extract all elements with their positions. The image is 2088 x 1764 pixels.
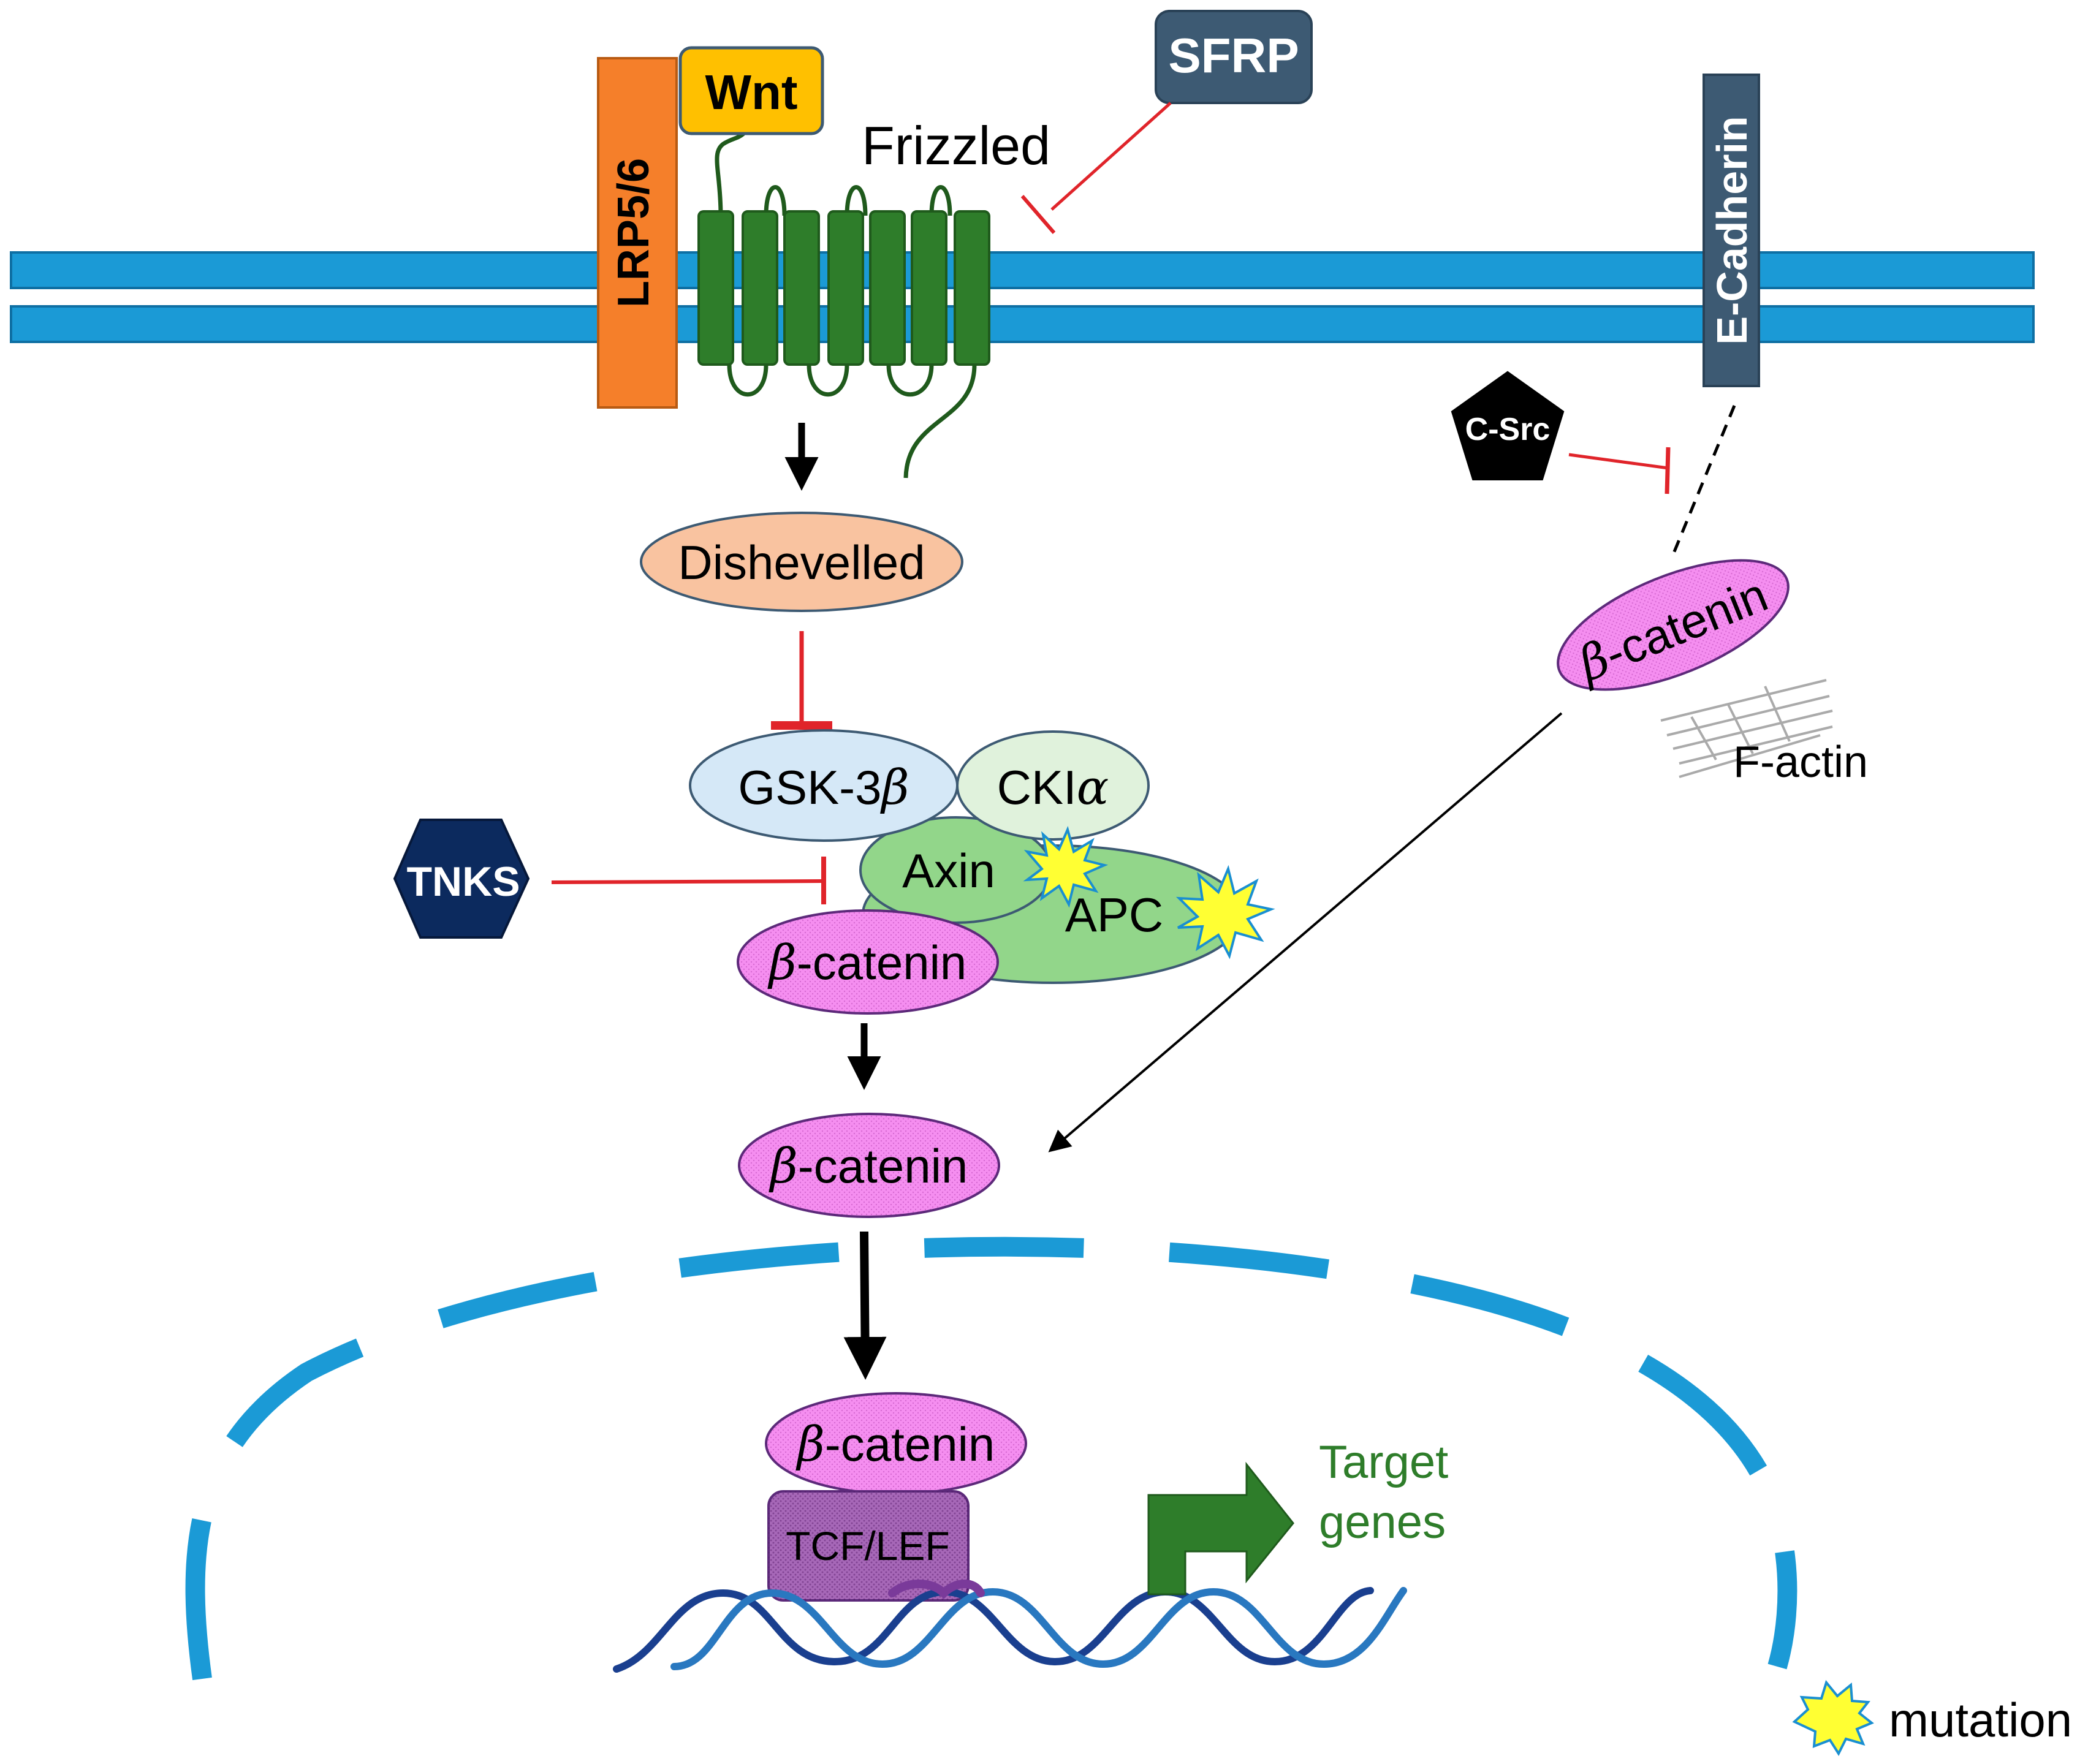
f-actin-mesh xyxy=(1660,679,1833,778)
beta-catenin-nuclear-label: β-catenin xyxy=(795,1417,995,1472)
apc-label: APC xyxy=(1065,888,1163,942)
beta-catenin-cytoplasm-label: β-catenin xyxy=(769,1139,968,1194)
gsk-label: GSK-3β xyxy=(738,760,909,816)
tcf-lef-label: TCF/LEF xyxy=(786,1523,950,1569)
frizzled-receptor xyxy=(697,210,990,366)
cell-membrane xyxy=(10,251,2035,343)
e-cadherin: E-Cadherin xyxy=(1670,74,1760,558)
c-src-label: C-Src xyxy=(1465,412,1551,447)
cytoplasmic-beta-catenin: β-catenin xyxy=(738,1113,1000,1218)
tnks-label: TNKS xyxy=(406,858,520,905)
legend-mutation-label: mutation xyxy=(1889,1693,2072,1747)
axin-label: Axin xyxy=(902,844,995,898)
starburst-icon xyxy=(1792,1679,1874,1757)
pathway-arrows xyxy=(784,423,1563,1380)
transcription-arrow: Target genes xyxy=(1147,1436,1448,1596)
starburst-icon xyxy=(1175,865,1275,960)
dishevelled-label: Dishevelled xyxy=(678,536,925,589)
destruction-complex: GSK-3β CKIα Axin APC β-catenin xyxy=(689,729,1275,1015)
nuclear-complex: β-catenin TCF/LEF xyxy=(765,1392,1027,1602)
legend: mutation xyxy=(1792,1679,2072,1757)
lrp-label: LRP5/6 xyxy=(609,158,658,308)
dna-helix xyxy=(613,1580,1407,1673)
lrp-receptor: LRP5/6 xyxy=(597,57,678,409)
wnt-label: Wnt xyxy=(705,65,797,119)
sfrp-inhibitor: SFRP xyxy=(1020,10,1313,234)
hexagon-icon xyxy=(393,819,530,939)
nuclear-envelope xyxy=(185,1236,1798,1681)
beta-catenin-complex-label: β-catenin xyxy=(767,936,967,991)
ck-label: CKIα xyxy=(997,760,1109,816)
tnks: TNKS xyxy=(393,819,826,939)
target-genes-line1: Target xyxy=(1319,1436,1448,1488)
frizzled-label: Frizzled xyxy=(862,115,1050,176)
f-actin-label: F-actin xyxy=(1733,738,1868,787)
dishevelled: Dishevelled xyxy=(640,512,963,730)
c-src: C-Src xyxy=(1451,371,1671,494)
sfrp-label: SFRP xyxy=(1168,28,1299,83)
starburst-icon xyxy=(1023,826,1109,908)
bent-arrow-icon xyxy=(1147,1461,1294,1596)
pentagon-icon xyxy=(1451,371,1565,480)
e-cadherin-label: E-Cadherin xyxy=(1708,116,1756,344)
target-genes-line2: genes xyxy=(1319,1496,1446,1548)
membrane-beta-catenin: β-catenin F-actin xyxy=(1557,559,1868,787)
wnt-ligand: Wnt xyxy=(678,46,824,135)
